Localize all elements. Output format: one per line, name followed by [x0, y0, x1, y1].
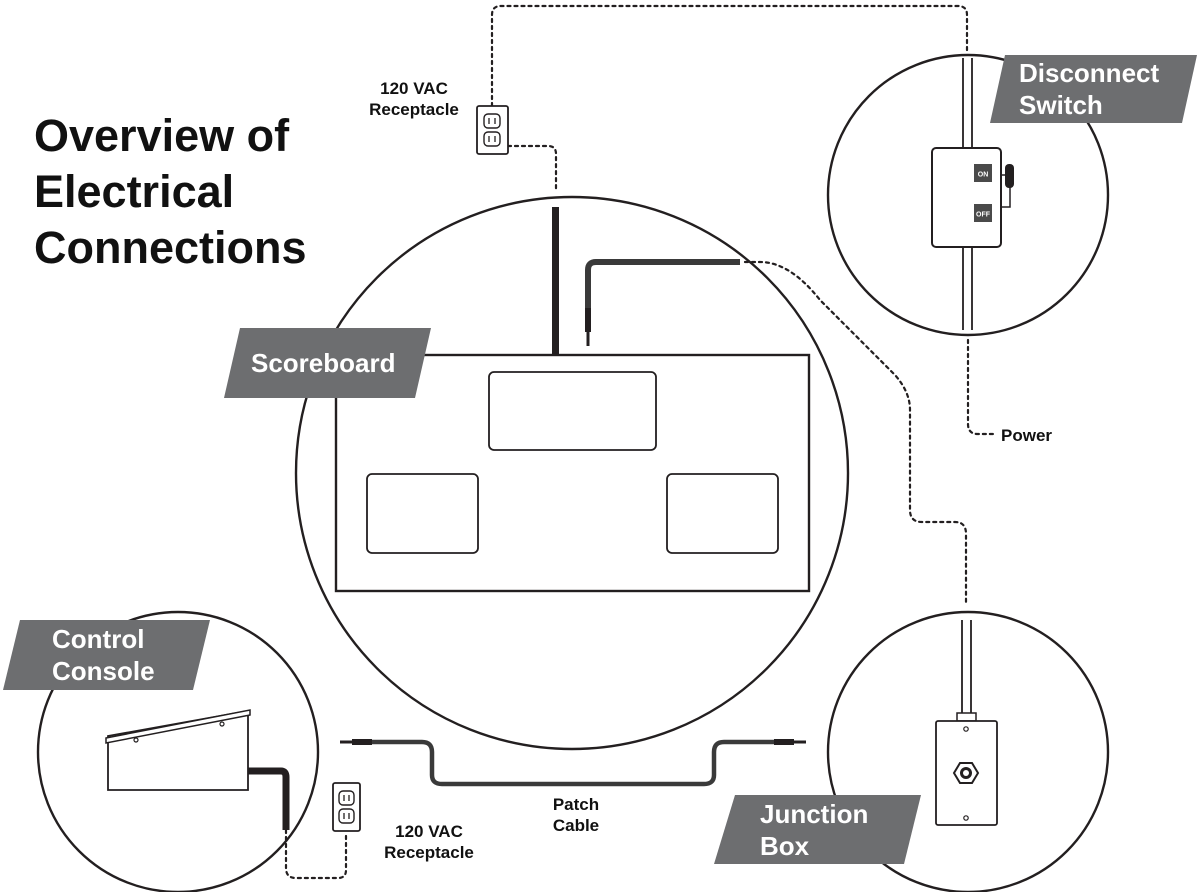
- tag-junction-label-1: Junction: [760, 799, 869, 829]
- scoreboard-power-cable: [552, 207, 559, 355]
- tag-bg-control-console: [3, 620, 210, 690]
- receptacle-bottom-label: 120 VAC Receptacle: [371, 821, 487, 863]
- tag-control-console: Control Console: [30, 621, 200, 689]
- wire-power-in: [966, 338, 997, 436]
- patch-cable-plug-right: [774, 739, 806, 745]
- wire-scoreboard-to-junction: [743, 260, 968, 607]
- receptacle-top: [476, 105, 509, 155]
- wire-receptacle-to-disconnect: [490, 4, 969, 108]
- junction-box-circle: [826, 610, 1110, 892]
- tag-junction-label-2: Box: [760, 831, 810, 861]
- scoreboard-signal-cable: [585, 259, 740, 310]
- tag-bg-junction-box: [714, 795, 921, 864]
- disconnect-switch-device: ON OFF: [931, 58, 1014, 330]
- scoreboard-circle: [294, 195, 850, 751]
- patch-cable-line-1: Patch: [552, 795, 600, 814]
- switch-off-text: OFF: [976, 212, 991, 219]
- switch-lever-icon: [1005, 164, 1014, 188]
- tag-bg-scoreboard: [224, 328, 431, 398]
- scoreboard-display-right: [666, 473, 779, 554]
- tag-disconnect-switch: Disconnect Switch: [1005, 55, 1185, 123]
- scoreboard-display-top: [488, 371, 657, 451]
- power-label: Power: [1001, 425, 1052, 446]
- tag-control-label-2: Console: [52, 656, 155, 686]
- tag-scoreboard: Scoreboard: [240, 328, 415, 398]
- scoreboard-display-left: [366, 473, 479, 554]
- console-cable: [248, 767, 290, 830]
- receptacle-bottom: [332, 782, 361, 832]
- receptacle-bottom-line-2: Receptacle: [384, 843, 474, 862]
- disconnect-switch-circle: [826, 53, 1110, 337]
- title-line-1: Overview of: [34, 110, 290, 161]
- wire-receptacle-to-scoreboard: [506, 144, 558, 192]
- receptacle-bottom-line-1: 120 VAC: [395, 822, 463, 841]
- switch-on-text: ON: [978, 172, 989, 179]
- tag-disconnect-label-1: Disconnect: [1019, 58, 1160, 88]
- diagram-title: Overview of Electrical Connections: [34, 108, 307, 276]
- receptacle-top-label: 120 VAC Receptacle: [356, 78, 472, 120]
- patch-cable-label: Patch Cable: [536, 794, 616, 836]
- tag-control-label-1: Control: [52, 624, 145, 654]
- tag-junction-box: Junction Box: [740, 796, 910, 864]
- patch-cable: [370, 739, 776, 787]
- receptacle-top-line-2: Receptacle: [369, 100, 459, 119]
- tag-disconnect-label-2: Switch: [1019, 90, 1103, 120]
- switch-off-indicator: [974, 204, 992, 222]
- control-console-circle: [36, 610, 320, 892]
- junction-box-device: [935, 620, 998, 826]
- title-line-3: Connections: [34, 222, 307, 273]
- patch-cable-plug-left: [340, 739, 372, 745]
- control-console-device: [105, 709, 290, 830]
- wire-console-to-receptacle: [284, 828, 348, 880]
- tag-bg-disconnect-switch: [990, 55, 1197, 123]
- power-label-text: Power: [1001, 426, 1053, 445]
- switch-on-indicator: [974, 164, 992, 182]
- patch-cable-line-2: Cable: [552, 816, 600, 835]
- title-line-2: Electrical: [34, 166, 235, 217]
- scoreboard-signal-plug: [585, 308, 591, 346]
- tag-scoreboard-label: Scoreboard: [251, 348, 396, 378]
- receptacle-top-line-1: 120 VAC: [380, 79, 448, 98]
